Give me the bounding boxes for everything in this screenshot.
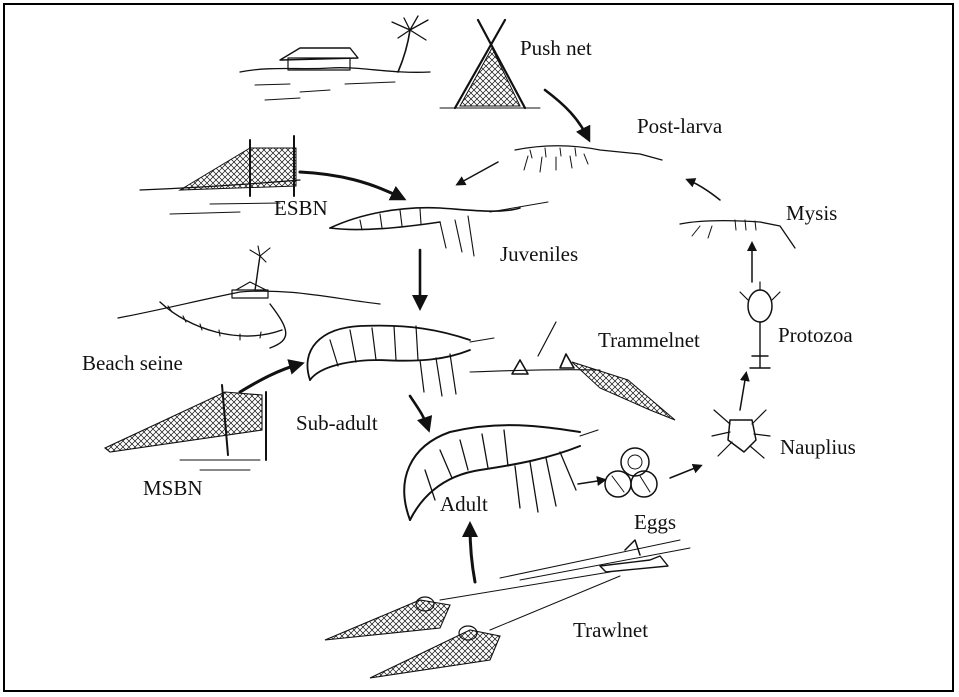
arrow-esbn-to-juveniles (300, 172, 402, 198)
label-beach-seine: Beach seine (82, 353, 183, 374)
label-mysis: Mysis (786, 203, 837, 224)
push-net-illustration (440, 20, 540, 108)
sub-adult-shrimp (307, 326, 494, 396)
post-larva-shrimp (515, 146, 662, 172)
eggs-cluster (605, 448, 657, 497)
label-nauplius: Nauplius (780, 437, 856, 458)
arrow-nauplius-to-protozoa (740, 374, 746, 410)
label-trawlnet: Trawlnet (573, 620, 648, 641)
arrow-adult-to-eggs (578, 480, 604, 484)
shore-hut-scene (240, 16, 430, 100)
arrow-msbn-to-subadult (240, 364, 300, 392)
label-sub-adult: Sub-adult (296, 413, 378, 434)
nauplius-larva (712, 410, 770, 458)
msbn-net-illustration (105, 385, 266, 470)
arrow-mysis-to-postlarva (688, 180, 720, 200)
label-post-larva: Post-larva (637, 116, 722, 137)
trawlnet-illustration (325, 540, 690, 678)
label-juveniles: Juveniles (500, 244, 578, 265)
arrow-trawlnet-to-adult (470, 526, 475, 582)
arrow-eggs-to-nauplius (670, 466, 700, 478)
protozoa-larva (740, 282, 780, 368)
beach-seine-illustration (118, 246, 380, 348)
arrow-pushnet-to-postlarva (545, 90, 588, 138)
label-trammelnet: Trammelnet (598, 330, 700, 351)
arrow-subadult-to-adult (410, 396, 428, 428)
label-push-net: Push net (520, 38, 592, 59)
label-msbn: MSBN (143, 478, 203, 499)
adult-shrimp (404, 425, 598, 520)
label-protozoa: Protozoa (778, 325, 853, 346)
arrow-postlarva-to-juveniles (458, 162, 498, 184)
mysis-larva (680, 220, 795, 248)
label-adult: Adult (440, 494, 488, 515)
label-eggs: Eggs (634, 512, 676, 533)
label-esbn: ESBN (274, 198, 328, 219)
